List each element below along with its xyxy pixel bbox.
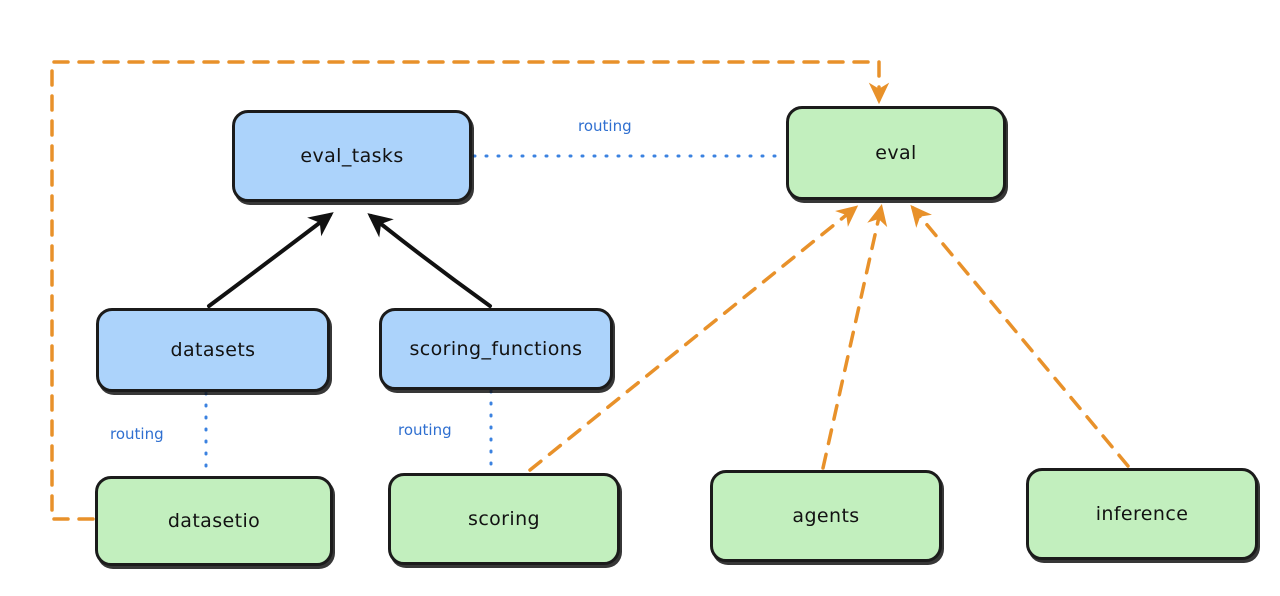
node-label-datasets: datasets — [170, 339, 256, 361]
node-inference[interactable]: inference — [1026, 468, 1258, 560]
edge-label-routing-scoring_functions-scoring: routing — [398, 421, 452, 439]
edge-scoring_functions-to-eval_tasks — [367, 213, 492, 308]
node-label-datasetio: datasetio — [167, 510, 261, 532]
node-label-agents: agents — [792, 505, 860, 527]
node-agents[interactable]: agents — [710, 470, 942, 562]
node-scoring[interactable]: scoring — [388, 473, 620, 565]
node-eval_tasks[interactable]: eval_tasks — [232, 110, 472, 202]
edge-scoring-to-eval — [528, 205, 859, 472]
edge-label-routing-datasets-datasetio: routing — [110, 425, 164, 443]
node-datasetio[interactable]: datasetio — [95, 476, 333, 566]
node-label-scoring_functions: scoring_functions — [409, 338, 583, 360]
node-datasets[interactable]: datasets — [96, 308, 330, 392]
node-label-eval_tasks: eval_tasks — [300, 145, 404, 167]
edge-datasets-to-eval_tasks — [207, 212, 334, 308]
node-label-inference: inference — [1095, 503, 1189, 525]
edge-agents-to-eval — [821, 204, 888, 470]
node-eval[interactable]: eval — [786, 106, 1006, 200]
node-label-scoring: scoring — [468, 508, 540, 530]
node-label-eval: eval — [875, 142, 917, 164]
edge-label-routing-eval_tasks-eval: routing — [578, 117, 632, 135]
node-scoring_functions[interactable]: scoring_functions — [379, 308, 613, 390]
edge-inference-to-eval — [910, 204, 1130, 468]
edge-datasetio-to-eval — [50, 60, 890, 521]
